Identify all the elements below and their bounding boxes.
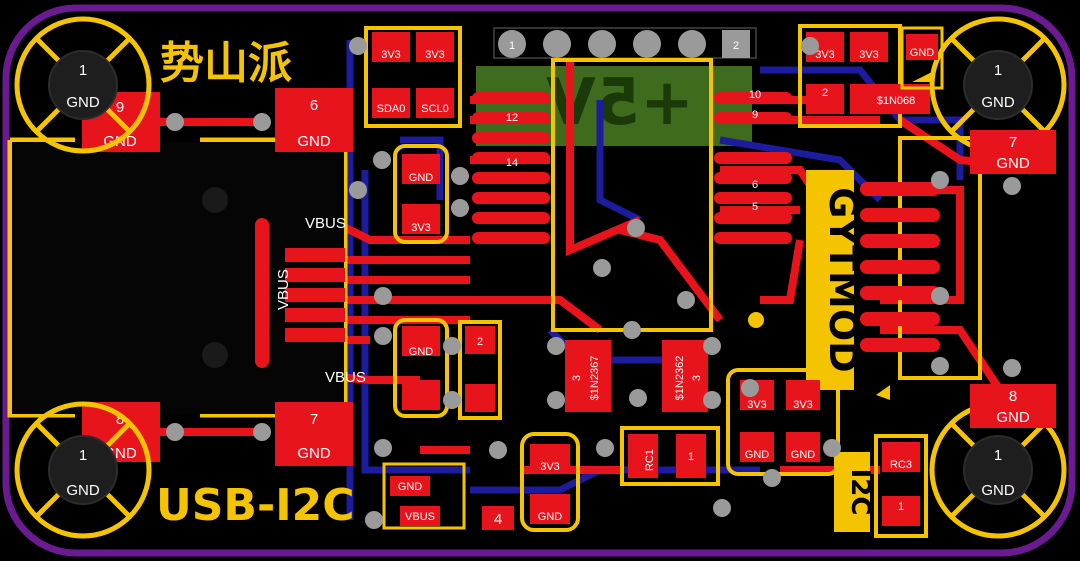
svg-text:8: 8: [1009, 388, 1017, 405]
header-pin-1: 1: [509, 40, 515, 52]
right-connector: [860, 136, 982, 400]
svg-text:GND: GND: [996, 155, 1030, 172]
svg-text:9: 9: [116, 99, 124, 116]
svg-text:8: 8: [116, 411, 124, 428]
chip-mark-box: [806, 170, 854, 390]
svg-text:GND: GND: [996, 409, 1030, 426]
svg-text:6: 6: [752, 179, 758, 191]
main-ic: 12 14 10 9 6 5: [472, 58, 792, 332]
svg-text:12: 12: [506, 112, 518, 124]
usb-pad-6: 6 GND: [275, 88, 353, 152]
svg-text:3V3: 3V3: [381, 49, 401, 61]
board-title-cn: 势山派: [160, 38, 292, 89]
svg-text:7: 7: [1009, 134, 1017, 151]
mounting-hole-tr: 1 GND: [929, 16, 1067, 154]
svg-text:2: 2: [822, 87, 828, 99]
svg-text:GND: GND: [538, 511, 563, 523]
pin1-marker: [748, 312, 764, 328]
i2c-mark: I2C: [845, 469, 875, 516]
svg-text:3: 3: [691, 375, 703, 381]
svg-text:SDA0: SDA0: [377, 103, 406, 115]
svg-text:9: 9: [752, 109, 758, 121]
svg-text:2: 2: [477, 336, 483, 348]
svg-text:RC3: RC3: [890, 459, 912, 471]
pad-4-label: 4: [494, 511, 502, 528]
svg-text:GND: GND: [66, 482, 100, 499]
diode-d1: 2: [458, 320, 502, 420]
svg-text:GND: GND: [66, 94, 100, 111]
vbus-label-3: VBUS: [275, 269, 292, 310]
small-part-gnd-right: GND: [900, 26, 944, 90]
regulator-u2: GND VBUS: [382, 462, 466, 530]
svg-text:GND: GND: [745, 449, 770, 461]
svg-text:5: 5: [752, 201, 758, 213]
board-title-en: USB-I2C: [156, 480, 355, 531]
mounting-hole-tl: 1 GND: [14, 16, 152, 154]
pad-4: [482, 506, 514, 530]
svg-text:3V3: 3V3: [815, 49, 835, 61]
svg-text:GND: GND: [297, 445, 331, 462]
usb-peg-top: [202, 187, 228, 213]
cap-c1: GND 3V3: [393, 144, 449, 244]
svg-text:3V3: 3V3: [540, 461, 560, 473]
svg-text:$1N2367: $1N2367: [589, 356, 601, 401]
svg-text:GND: GND: [981, 482, 1015, 499]
svg-text:7: 7: [310, 411, 318, 428]
vias: [166, 37, 1021, 529]
resistor-rc3: RC3 1: [874, 434, 928, 538]
svg-text:VBUS: VBUS: [405, 511, 435, 523]
resistor-n2367: $1N2367 3: [565, 340, 611, 412]
svg-text:10: 10: [749, 89, 761, 101]
svg-text:1: 1: [688, 451, 694, 463]
svg-text:3V3: 3V3: [859, 49, 879, 61]
svg-text:1: 1: [994, 62, 1002, 79]
svg-text:3V3: 3V3: [425, 49, 445, 61]
resistor-n2362: $1N2362 3: [662, 340, 708, 412]
i2c-mark-box: [834, 452, 870, 532]
right-pad-7: 7 GND: [970, 130, 1056, 174]
svg-text:$1N2362: $1N2362: [674, 356, 686, 401]
mounting-hole-bl: 1 GND: [14, 401, 152, 539]
svg-text:3V3: 3V3: [747, 399, 767, 411]
cap-c3: 3V3 GND: [520, 432, 580, 532]
svg-text:3: 3: [571, 375, 583, 381]
svg-text:SCL0: SCL0: [421, 103, 449, 115]
cap-array-right: 3V3 3V3 2 $1N068: [798, 24, 930, 128]
board-outline: [2, 4, 1076, 557]
svg-text:6: 6: [310, 97, 318, 114]
svg-text:RC1: RC1: [644, 449, 656, 471]
svg-text:1: 1: [79, 447, 87, 464]
svg-text:$1N068: $1N068: [877, 95, 916, 107]
resistor-rc1: RC1 1: [620, 426, 720, 486]
header-pin-2: 2: [733, 40, 739, 52]
cap-array-top: 3V3 3V3 SDA0 SCL0: [364, 26, 462, 128]
usb-fingers: [255, 218, 345, 368]
chip-mark: GYTMOD: [821, 187, 865, 372]
usb-peg-bottom: [202, 342, 228, 368]
svg-text:GND: GND: [409, 346, 434, 358]
svg-text:GND: GND: [398, 481, 423, 493]
vbus-label-2: VBUS: [325, 369, 366, 386]
svg-text:1: 1: [994, 447, 1002, 464]
vbus-label-1: VBUS: [305, 215, 346, 232]
svg-text:1: 1: [79, 62, 87, 79]
svg-text:GND: GND: [409, 172, 434, 184]
svg-text:GND: GND: [910, 47, 935, 59]
cap-c2: GND: [393, 318, 449, 418]
svg-text:3V3: 3V3: [411, 222, 431, 234]
svg-text:3V3: 3V3: [793, 399, 813, 411]
svg-text:GND: GND: [791, 449, 816, 461]
svg-text:GND: GND: [297, 133, 331, 150]
svg-text:14: 14: [506, 157, 518, 169]
svg-text:1: 1: [898, 501, 904, 513]
right-pad-8: 8 GND: [970, 384, 1056, 428]
usb-pad-7: 7 GND: [275, 402, 353, 466]
svg-text:GND: GND: [981, 94, 1015, 111]
